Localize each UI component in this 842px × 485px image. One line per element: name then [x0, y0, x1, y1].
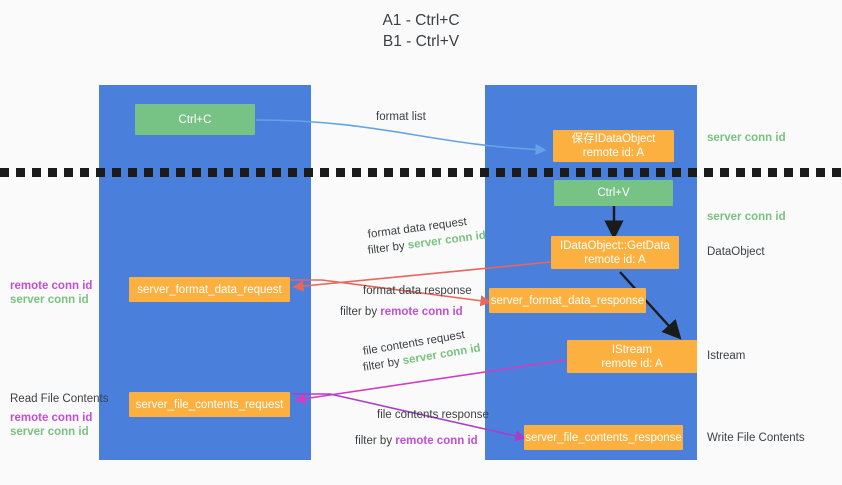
- node-server-format-data-request[interactable]: server_format_data_request: [129, 277, 290, 302]
- right-label-dataobject: DataObject: [707, 246, 765, 258]
- edge-caption-format-list: format list: [376, 111, 426, 123]
- node-server-format-data-response[interactable]: server_format_data_response: [489, 288, 646, 313]
- phase-separator-dashed-line: [0, 168, 842, 177]
- filter-prefix: filter by: [355, 435, 396, 447]
- edge-file-contents-request: [294, 359, 567, 405]
- right-label-istream: Istream: [707, 350, 746, 362]
- edge-format-data-response: [290, 279, 492, 307]
- edge-getdata-to-istream: [619, 271, 682, 340]
- filter-prefix: filter by: [340, 306, 381, 318]
- edge-caption-file-contents-response: file contents response: [377, 409, 489, 421]
- filter-value-remote-conn-id: remote conn id: [380, 306, 463, 318]
- edge-format-list: [255, 119, 547, 156]
- edge-format-data-request: [292, 261, 552, 292]
- node-ctrl-c[interactable]: Ctrl+C: [135, 104, 255, 135]
- edge-caption-format-data-response: format data response: [363, 285, 472, 297]
- node-ctrl-v[interactable]: Ctrl+V: [554, 180, 673, 206]
- page-title: A1 - Ctrl+C B1 - Ctrl+V: [382, 12, 460, 50]
- node-server-file-contents-response[interactable]: server_file_contents_response: [524, 425, 683, 450]
- edge-file-contents-response: [292, 393, 527, 442]
- edge-caption-format-data-response-filter: filter by remote conn id: [340, 305, 463, 320]
- edge-caption-file-contents-response-filter: filter by remote conn id: [355, 434, 478, 449]
- right-label-server-conn-id-1: server conn id: [707, 132, 786, 144]
- left-label-remote-conn-id-2: remote conn id: [10, 412, 93, 424]
- left-label-server-conn-id-1: server conn id: [10, 294, 89, 306]
- node-server-file-contents-request[interactable]: server_file_contents_request: [129, 392, 290, 417]
- filter-value-remote-conn-id: remote conn id: [395, 435, 478, 447]
- filter-prefix: filter by: [367, 239, 409, 257]
- right-label-server-conn-id-2: server conn id: [707, 211, 786, 223]
- left-label-read-file-contents: Read File Contents: [10, 393, 109, 405]
- node-idataobject-getdata[interactable]: IDataObject::GetData remote id: A: [551, 236, 679, 269]
- node-save-idataobject[interactable]: 保存IDataObject remote id: A: [553, 130, 674, 162]
- node-istream[interactable]: IStream remote id: A: [567, 340, 697, 373]
- right-label-write-file-contents: Write File Contents: [707, 432, 805, 444]
- left-label-remote-conn-id-1: remote conn id: [10, 280, 93, 292]
- left-label-server-conn-id-2: server conn id: [10, 426, 89, 438]
